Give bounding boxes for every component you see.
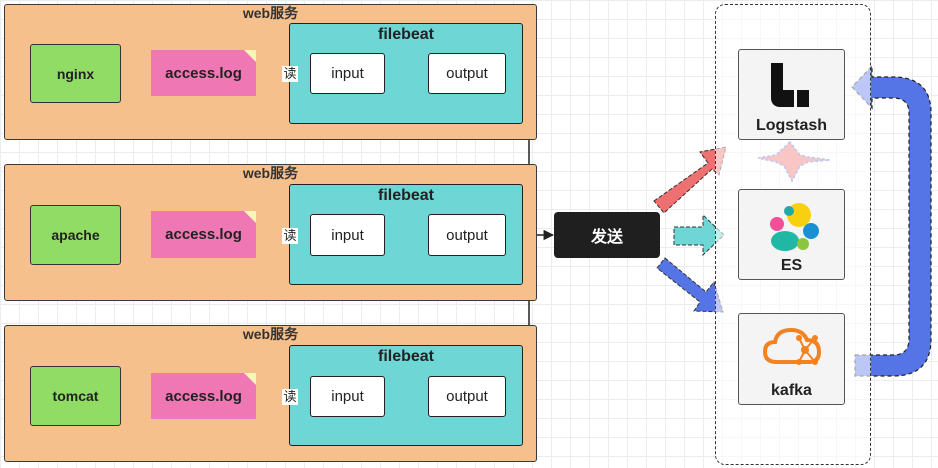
input-node[interactable]: input <box>310 376 385 417</box>
read-label: 读 <box>282 389 298 405</box>
server-node-tomcat[interactable]: tomcat <box>30 366 121 426</box>
filebeat-title: filebeat <box>377 348 434 365</box>
read-label: 读 <box>282 66 298 82</box>
page-fold-icon <box>244 211 256 223</box>
destination-logstash[interactable]: Logstash <box>738 49 845 140</box>
input-node[interactable]: input <box>310 53 385 94</box>
output-node[interactable]: output <box>428 214 506 256</box>
filebeat-title: filebeat <box>377 26 434 43</box>
log-file-label: access.log <box>165 387 242 405</box>
log-file[interactable]: access.log <box>151 50 256 96</box>
log-file[interactable]: access.log <box>151 373 256 419</box>
web-service-title: web服务 <box>242 5 299 21</box>
filebeat-title: filebeat <box>377 187 434 204</box>
send-to-kafka-arrow <box>656 257 724 313</box>
page-fold-icon <box>244 373 256 385</box>
server-node-nginx[interactable]: nginx <box>30 44 121 103</box>
read-label: 读 <box>282 228 298 244</box>
log-file-label: access.log <box>165 64 242 82</box>
output-node[interactable]: output <box>428 376 506 417</box>
input-node[interactable]: input <box>310 214 385 256</box>
page-fold-icon <box>244 50 256 62</box>
destination-label: kafka <box>771 382 812 399</box>
log-file-label: access.log <box>165 226 242 243</box>
web-service-title: web服务 <box>242 326 299 342</box>
kafka-icon <box>762 327 822 365</box>
output-node[interactable]: output <box>428 53 506 94</box>
send-node[interactable]: 发送 <box>554 212 660 258</box>
destination-es[interactable]: ES <box>738 189 845 280</box>
server-node-apache[interactable]: apache <box>30 205 121 265</box>
kafka-to-logstash-return-arrow <box>851 64 932 377</box>
destination-label: Logstash <box>755 117 828 134</box>
log-file[interactable]: access.log <box>151 211 256 258</box>
elasticsearch-icon <box>770 203 819 251</box>
web-service-title: web服务 <box>242 165 299 181</box>
destination-kafka[interactable]: kafka <box>738 313 845 405</box>
logstash-icon <box>771 63 809 107</box>
destination-label: ES <box>780 257 803 274</box>
send-to-es-arrow <box>673 213 725 257</box>
